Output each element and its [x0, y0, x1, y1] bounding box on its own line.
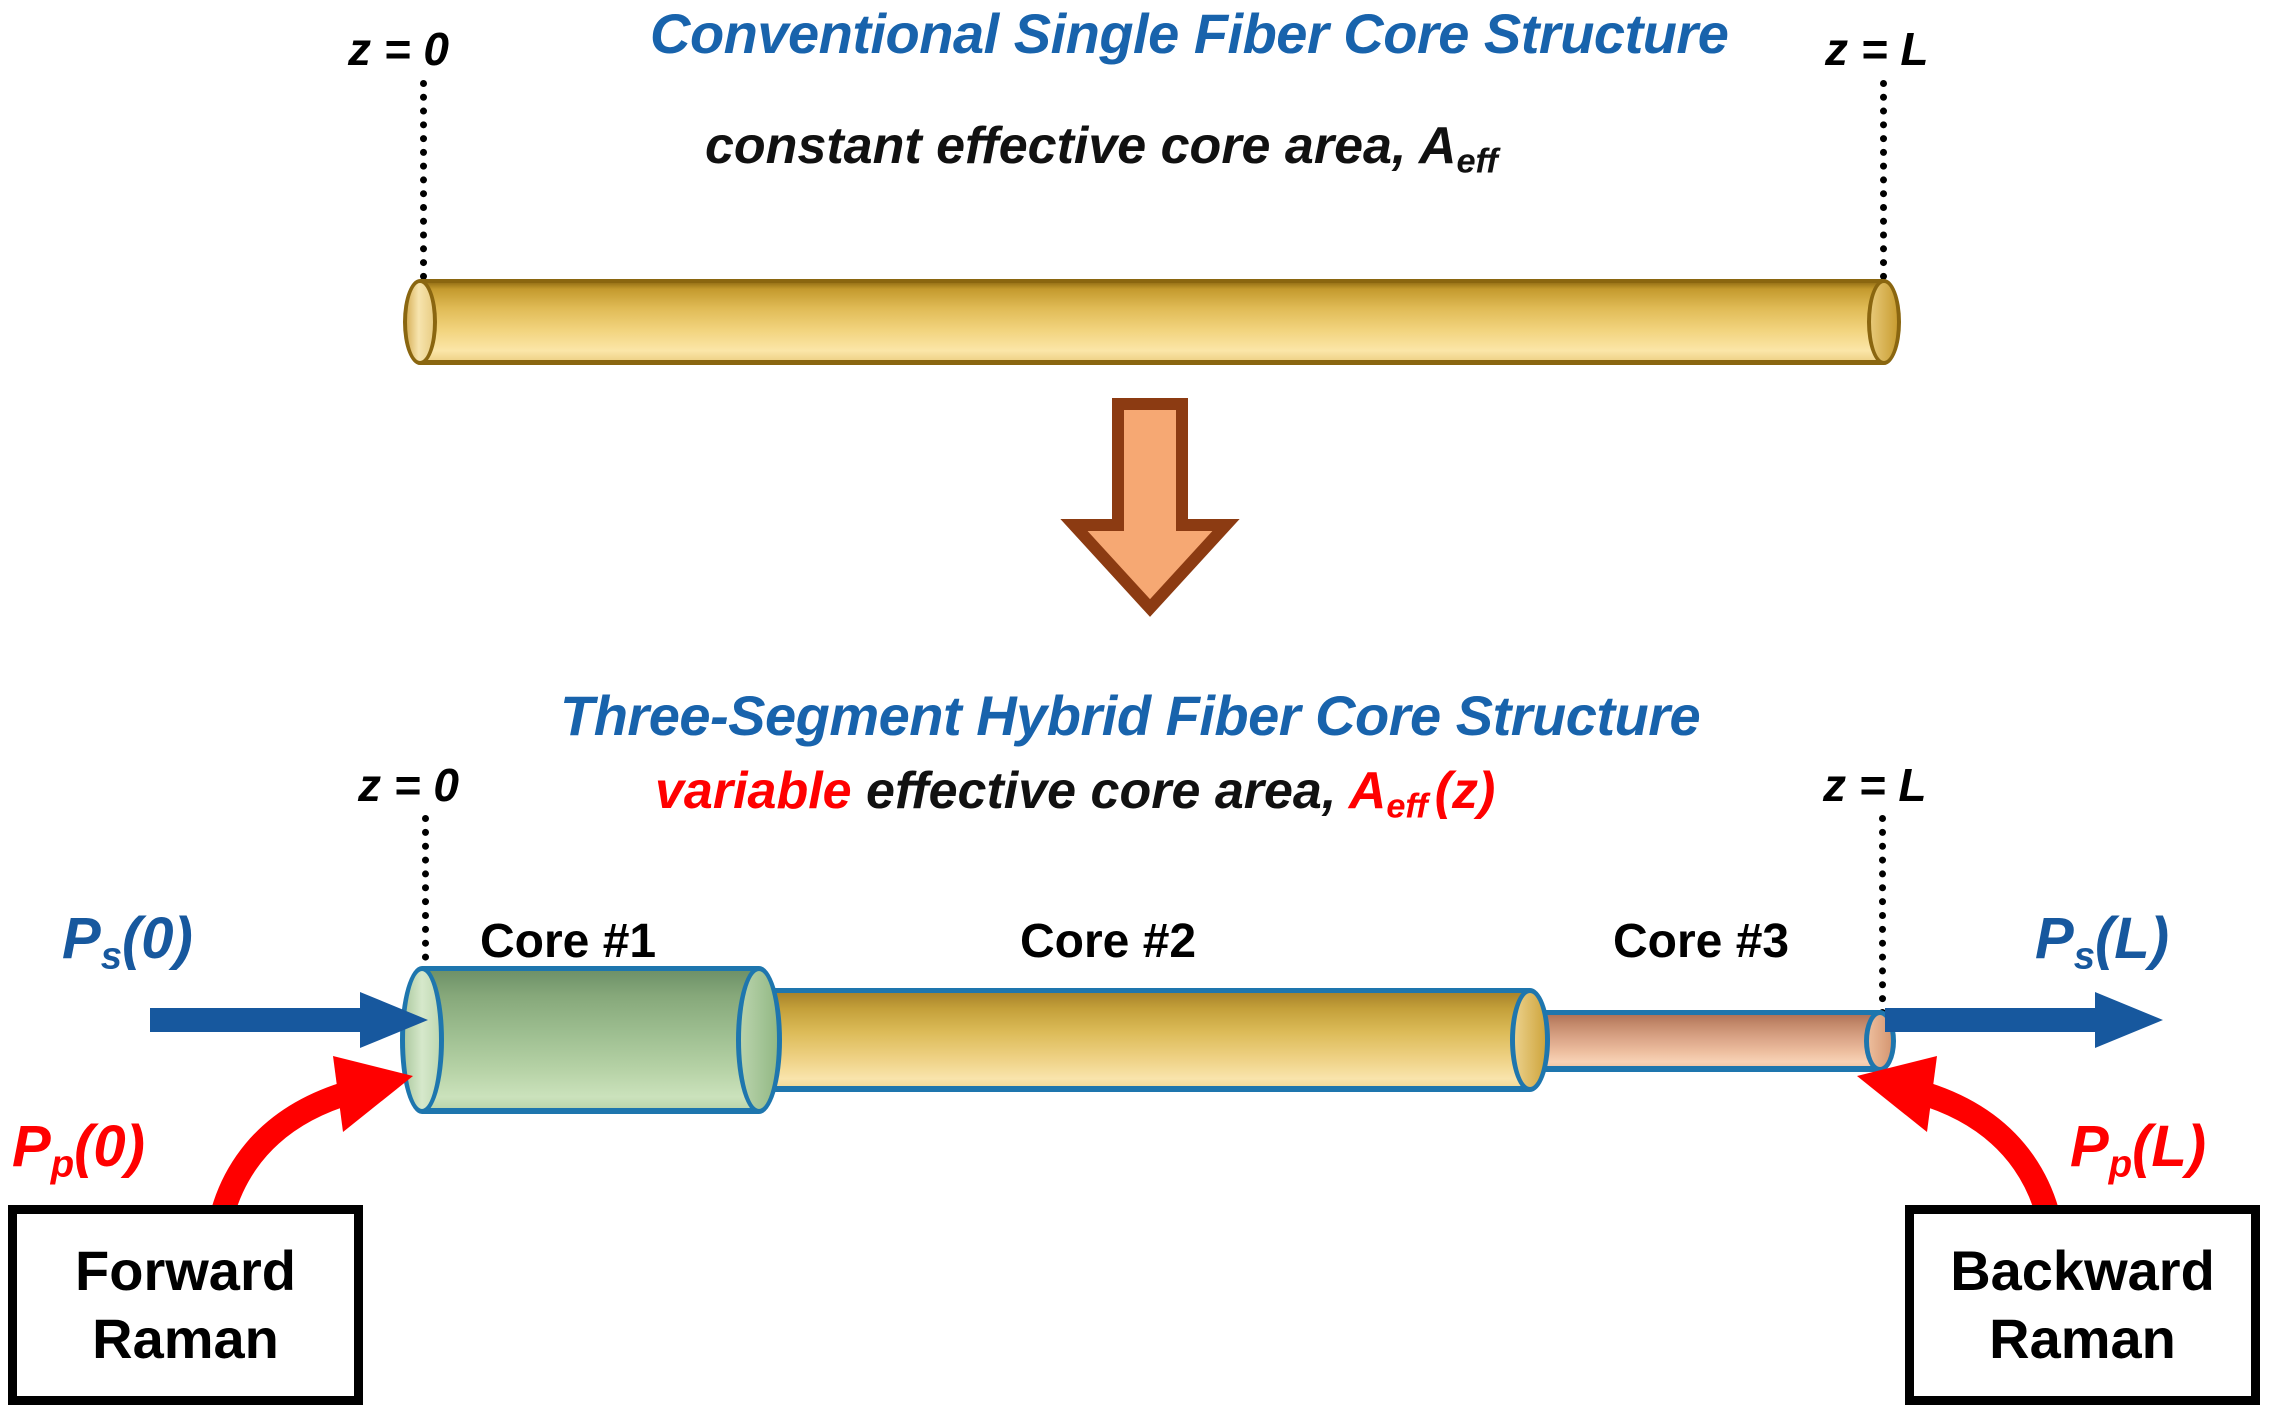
core-3-label: Core #3 — [1613, 915, 1790, 968]
bottom-z-zero-label: z = 0 — [358, 759, 460, 811]
top-section-subtitle: constant effective core area, Aeff — [705, 120, 1498, 179]
core-2-body — [755, 988, 1530, 1092]
bottom-subtitle-variable: variable — [655, 762, 852, 820]
bottom-subtitle-aeff-subscript: eff — [1386, 787, 1428, 826]
fiber-left-cap — [403, 279, 437, 365]
backward-raman-box: Backward Raman — [1905, 1205, 2260, 1405]
bottom-section-title: Three-Segment Hybrid Fiber Core Structur… — [560, 684, 1701, 747]
core-2-label: Core #2 — [1020, 915, 1197, 968]
bottom-z-length-label: z = L — [1823, 759, 1927, 811]
top-z-length-label: z = L — [1825, 23, 1929, 75]
top-section-title: Conventional Single Fiber Core Structure — [650, 2, 1729, 65]
pump-input-subscript: p — [50, 1142, 75, 1186]
core-1-cylinder — [400, 966, 782, 1114]
core-1-body — [422, 966, 759, 1114]
conventional-fiber-cylinder — [403, 279, 1901, 365]
top-z-zero-guide — [420, 80, 427, 280]
signal-input-P: P — [62, 906, 101, 971]
signal-input-arg: (0) — [121, 906, 193, 971]
pump-input-P: P — [12, 1114, 51, 1179]
signal-input-arrow — [150, 992, 428, 1048]
signal-output-arrow — [1885, 992, 2163, 1048]
signal-input-label: Ps(0) — [62, 910, 193, 976]
pump-output-subscript: p — [2108, 1142, 2133, 1186]
forward-raman-box: Forward Raman — [8, 1205, 363, 1405]
bottom-z-length-guide — [1879, 815, 1886, 1030]
forward-raman-line-1: Forward — [75, 1238, 296, 1302]
bottom-subtitle-aeff: A — [1348, 762, 1387, 820]
bottom-z-zero-guide — [422, 815, 429, 1030]
backward-raman-line-1: Backward — [1950, 1238, 2215, 1302]
core-3-cylinder — [1527, 1010, 1896, 1072]
signal-input-arrow-icon — [150, 992, 428, 1048]
bottom-subtitle-aeff-arg: (z) — [1434, 762, 1496, 820]
top-z-length-guide — [1880, 80, 1887, 280]
top-subtitle-subscript: eff — [1456, 142, 1498, 181]
pump-input-label: Pp(0) — [12, 1118, 145, 1184]
down-arrow-icon — [1060, 398, 1240, 617]
core-1-left-cap — [400, 966, 444, 1114]
core-1-right-cap — [736, 966, 782, 1114]
pump-output-arg: (L) — [2132, 1114, 2207, 1179]
top-subtitle-text: constant effective core area, A — [705, 117, 1457, 175]
core-3-body — [1527, 1010, 1880, 1072]
core-3-right-cap — [1864, 1010, 1896, 1072]
fiber-body — [420, 279, 1884, 365]
pump-input-arg: (0) — [74, 1114, 145, 1179]
backward-raman-line-2: Raman — [1989, 1307, 2176, 1370]
signal-output-subscript: s — [2073, 934, 2095, 978]
pump-output-label: Pp(L) — [2070, 1118, 2206, 1184]
pump-input-arrow-head — [333, 1056, 413, 1132]
signal-output-label: Ps(L) — [2035, 910, 2169, 976]
forward-raman-line-2: Raman — [92, 1307, 279, 1370]
signal-input-subscript: s — [100, 934, 122, 978]
core-2-cylinder — [755, 988, 1550, 1092]
core-2-right-cap — [1510, 988, 1550, 1092]
bottom-subtitle-middle: effective core area, — [851, 762, 1349, 820]
signal-output-P: P — [2035, 906, 2074, 971]
bottom-section-subtitle: variable effective core area, Aeff(z) — [655, 765, 1495, 824]
signal-output-arg: (L) — [2094, 906, 2170, 971]
transition-down-arrow — [1060, 398, 1240, 617]
top-z-zero-label: z = 0 — [348, 23, 450, 75]
signal-output-arrow-icon — [1885, 992, 2163, 1048]
pump-output-P: P — [2070, 1114, 2109, 1179]
core-1-label: Core #1 — [480, 915, 657, 968]
pump-output-arrow-head — [1857, 1056, 1937, 1132]
fiber-right-cap — [1867, 279, 1901, 365]
